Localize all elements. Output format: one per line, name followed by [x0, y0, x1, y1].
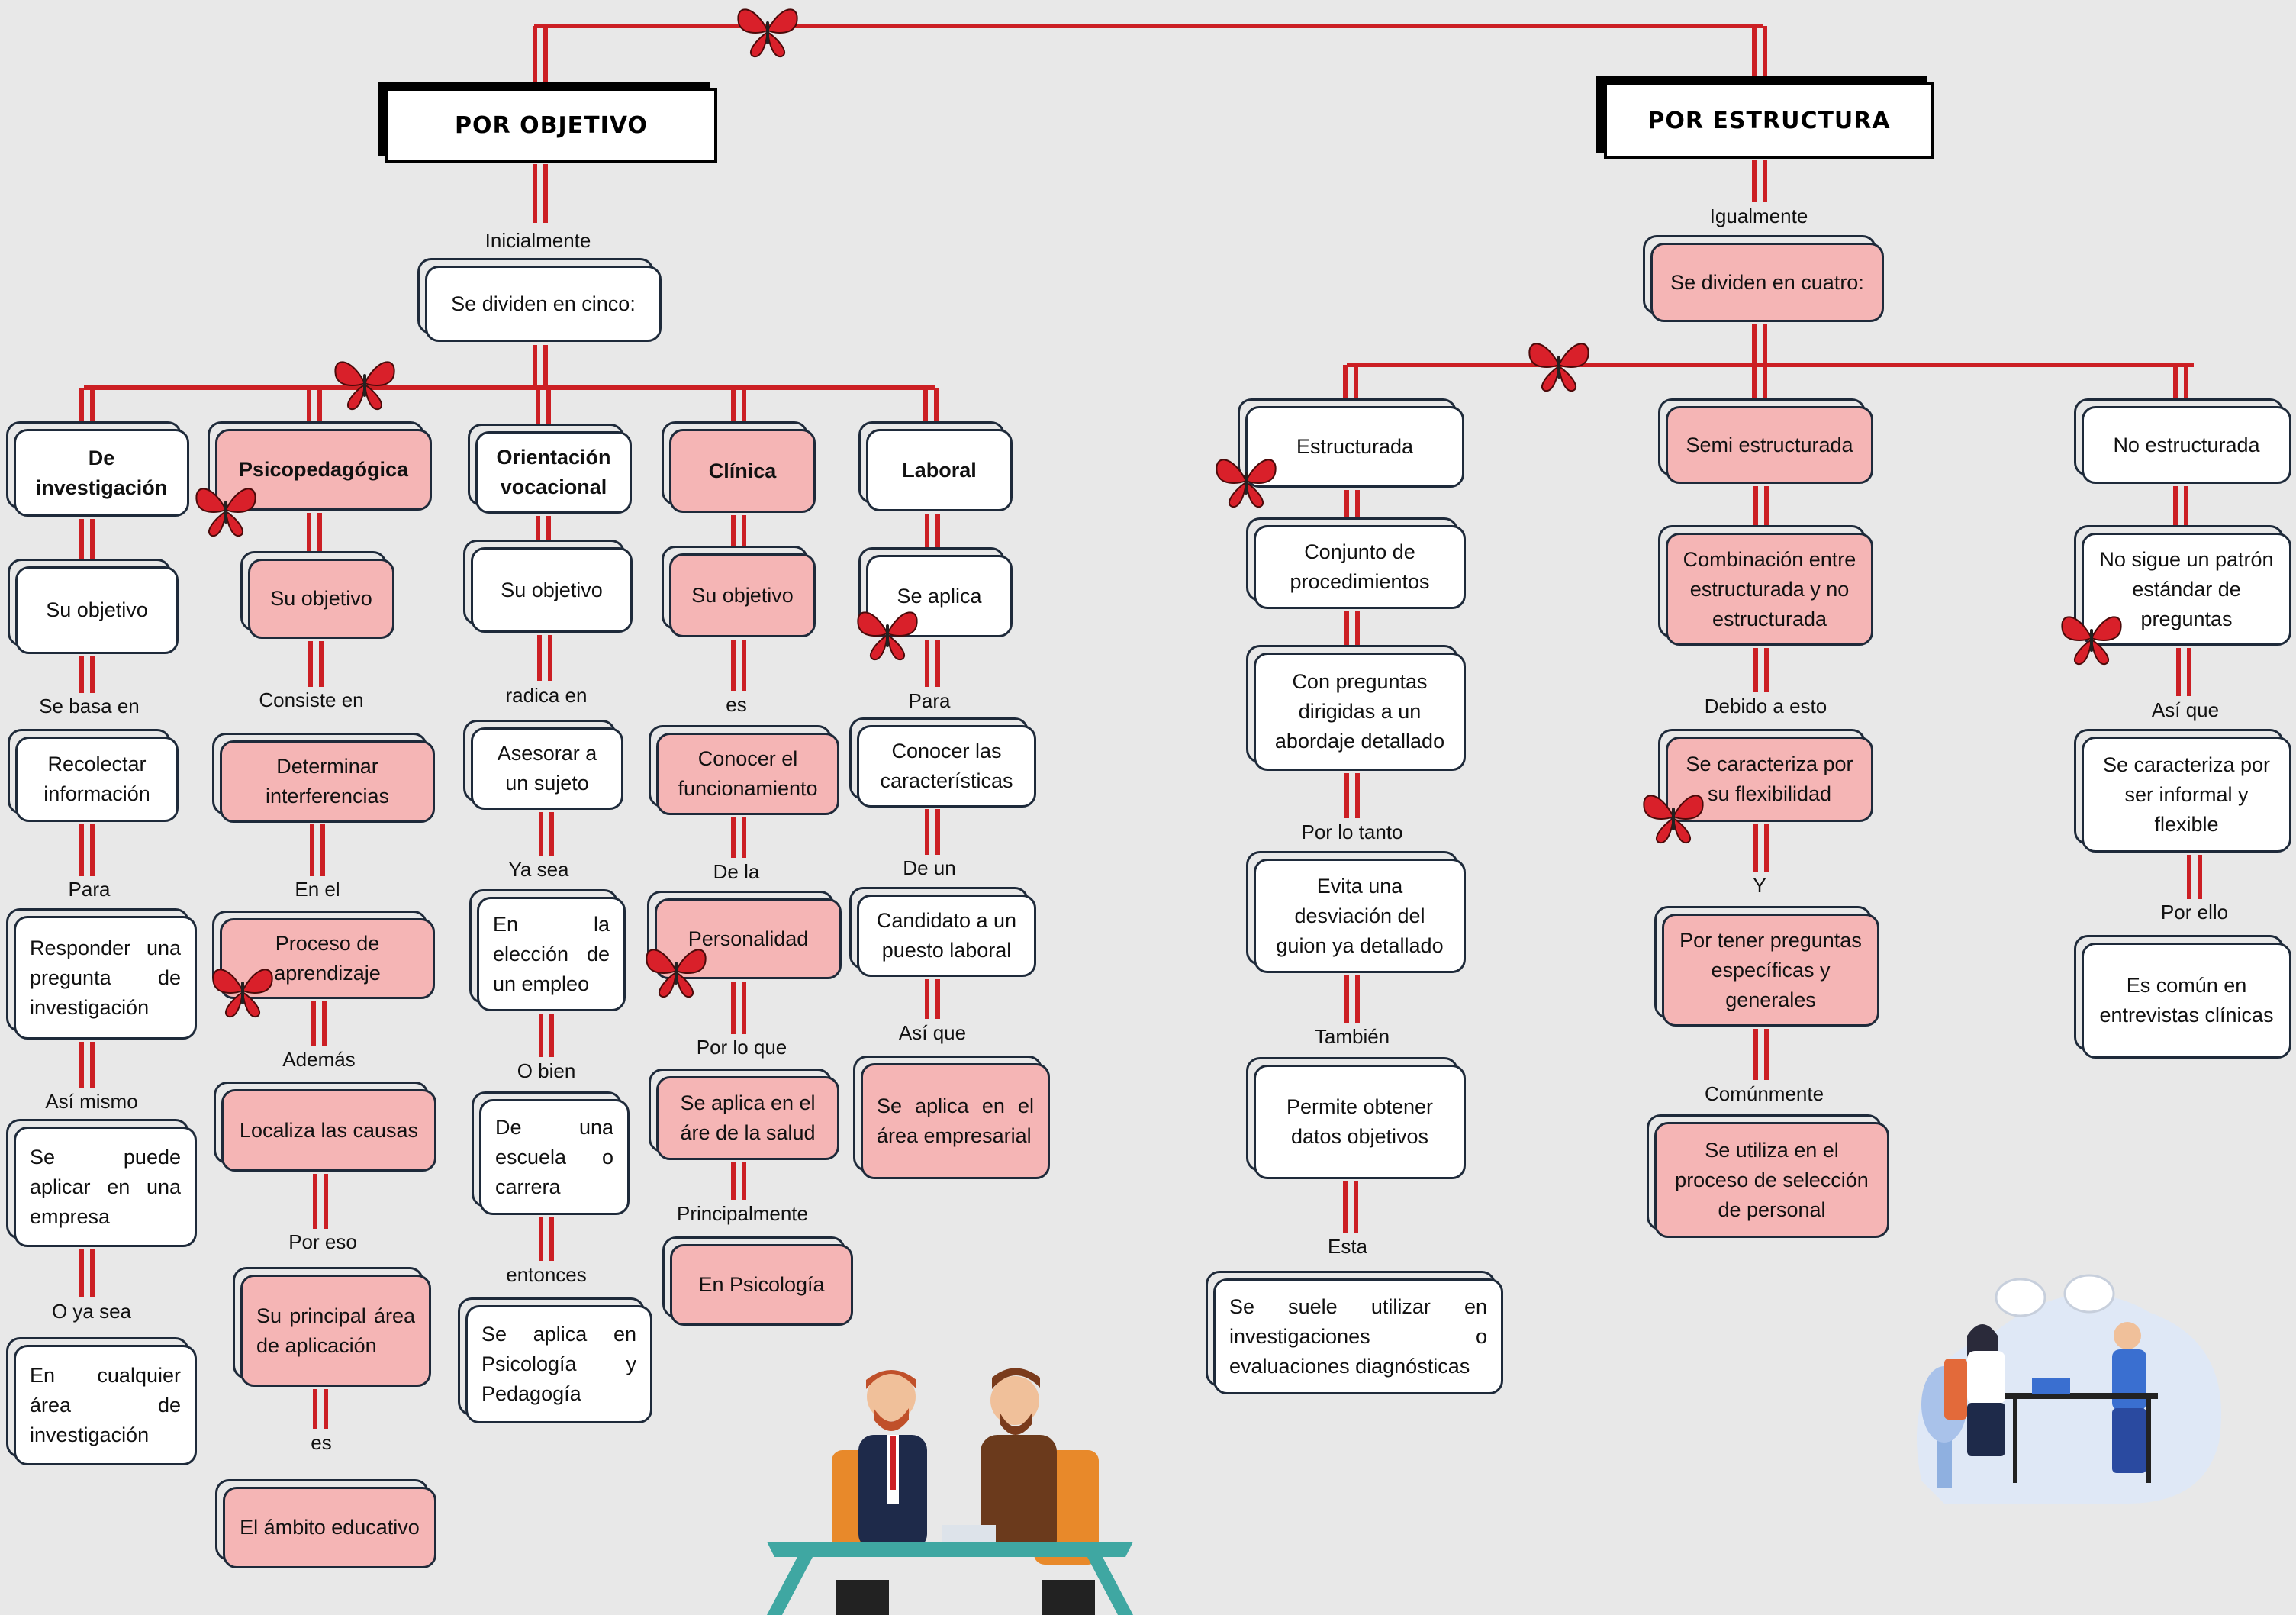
node-node: Se aplica en el áre de la salud [656, 1076, 839, 1160]
connector-label: Así que [898, 1021, 967, 1044]
connector-label: Inicialmente [485, 229, 591, 252]
connector-label: entonces [506, 1263, 587, 1286]
node-node: Permite obtener datos objetivos [1254, 1065, 1466, 1179]
node-node: Asesorar a un sujeto [471, 727, 623, 810]
meeting-illustration [1917, 1274, 2222, 1504]
node-node: Recolectar información [15, 737, 179, 822]
node-node: Conocer el funcionamiento [656, 733, 839, 815]
node-node: Se puede aplicar en una empresa [14, 1127, 197, 1247]
node-node: Se aplica en Psicología y Pedagogía [465, 1305, 652, 1423]
connector-label: radica en [505, 684, 588, 707]
connector-label: Para [908, 689, 951, 712]
butterfly-icon [1528, 343, 1589, 392]
connector-label: Y [1753, 874, 1766, 897]
butterfly-icon [1216, 459, 1277, 508]
node-node: Su objetivo [471, 547, 633, 633]
connector-label: Comúnmente [1704, 1082, 1824, 1105]
connector-label: Consiste en [259, 688, 364, 711]
node-node: Candidato a un puesto laboral [857, 895, 1036, 977]
node-node: Conocer las características [857, 725, 1036, 808]
node-node: Su objetivo [669, 553, 816, 637]
category-estructurada: Estructurada [1245, 406, 1464, 488]
connector-label: Así que [2151, 698, 2220, 721]
node-node: Determinar interferencias [220, 740, 435, 823]
connector-label: es [726, 693, 747, 716]
node-node: Su objetivo [248, 559, 394, 639]
node-node: En cualquier área de investigación [14, 1345, 197, 1465]
node-node: Combinación entre estructurada y no estr… [1666, 533, 1873, 646]
connector-label: Por ello [2160, 901, 2229, 924]
butterfly-icon [212, 969, 273, 1018]
node-node: Es común en entrevistas clínicas [2082, 943, 2291, 1059]
butterfly-icon [334, 361, 395, 411]
connector-label: Además [282, 1048, 356, 1071]
connector-label: Así mismo [45, 1090, 138, 1113]
node-node: En Psicología [670, 1244, 853, 1326]
butterfly-icon [857, 611, 918, 661]
category-de-investigacion: De investigación [14, 429, 189, 517]
heading-por-objetivo: POR OBJETIVO [385, 88, 717, 163]
connector-label: Principalmente [677, 1202, 808, 1225]
butterfly-icon [2061, 616, 2122, 666]
node-node: Por tener preguntas específicas y genera… [1662, 914, 1879, 1027]
category-no-estructurada: No estructurada [2082, 406, 2291, 484]
connector-label: Esta [1327, 1235, 1368, 1258]
node-node: Se aplica [866, 555, 1013, 637]
node-node: Se utiliza en el proceso de selección de… [1654, 1122, 1889, 1238]
node-node: Se caracteriza por su flexibilidad [1666, 737, 1873, 822]
node-node: El ámbito educativo [223, 1487, 436, 1568]
node-node: En la elección de un empleo [477, 897, 626, 1011]
node-node: Se aplica en el área empresarial [861, 1063, 1050, 1179]
connector-label: Para [68, 878, 111, 901]
connector-label: Se basa en [39, 695, 140, 717]
connector-label: Por lo tanto [1301, 820, 1403, 843]
divide-four-node: Se dividen en cuatro: [1650, 243, 1884, 322]
connector-label: De un [903, 856, 956, 879]
butterfly-icon [195, 488, 256, 537]
node-node: Su objetivo [15, 566, 179, 654]
node-node: Localiza las causas [221, 1089, 436, 1172]
butterfly-icon [737, 8, 798, 58]
node-node: Se caracteriza por ser informal y flexib… [2082, 737, 2291, 853]
butterfly-icon [1643, 795, 1704, 844]
butterfly-icon [646, 949, 707, 998]
connector-label: Debido a esto [1704, 695, 1827, 717]
category-semi-estructurada: Semi estructurada [1666, 406, 1873, 484]
category-orientacion-vocacional: Orientación vocacional [475, 431, 632, 514]
divide-five-node: Se dividen en cinco: [425, 266, 662, 342]
node-node: Evita una desviación del guion ya detall… [1254, 859, 1466, 973]
heading-por-estructura: POR ESTRUCTURA [1604, 82, 1934, 159]
category-laboral: Laboral [866, 429, 1013, 511]
node-node: Se suele utilizar en investigaciones o e… [1213, 1278, 1503, 1394]
node-node: Con preguntas dirigidas a un abordaje de… [1254, 653, 1466, 771]
connector-label: Por eso [288, 1230, 357, 1253]
connector-label: Igualmente [1709, 205, 1808, 227]
interview-illustration [767, 1368, 1133, 1615]
connector-label: O ya sea [51, 1300, 132, 1323]
connector-label: También [1314, 1025, 1390, 1048]
category-clinica: Clínica [669, 429, 816, 513]
node-node: De una escuela o carrera [479, 1099, 630, 1215]
connector-label: Ya sea [508, 858, 569, 881]
node-node: Responder una pregunta de investigación [14, 916, 197, 1040]
node-node: Conjunto de procedimientos [1254, 525, 1466, 609]
node-node: Su principal área de aplicación [240, 1275, 431, 1387]
connector-label: De la [713, 860, 760, 883]
connector-label: O bien [517, 1059, 576, 1082]
connector-label: es [311, 1431, 332, 1454]
connector-label: En el [295, 878, 340, 901]
connector-label: Por lo que [696, 1036, 787, 1059]
